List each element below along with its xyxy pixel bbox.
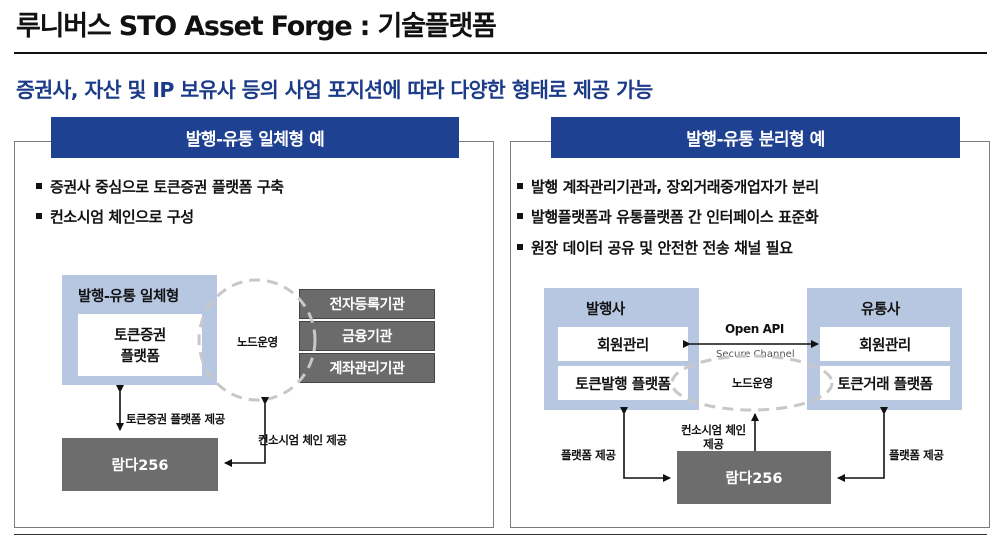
bullet-icon xyxy=(36,182,42,189)
right-platform-provide-right: 플랫폼 제공 xyxy=(889,448,944,462)
distributor-member-management: 회원관리 xyxy=(820,327,950,361)
platform-line-2: 플랫폼 xyxy=(120,349,160,365)
consortium-line-2: 제공 xyxy=(703,437,724,451)
right-platform-provide-left: 플랫폼 제공 xyxy=(561,448,616,462)
distributor-platform-arrow xyxy=(837,407,888,482)
distributor-title: 유통사 xyxy=(861,302,900,318)
left-node-label: 노드운영 xyxy=(237,335,278,349)
bullet-text: 발행플랫폼과 유통플랫폼 간 인터페이스 표준화 xyxy=(531,208,819,226)
distributor-token-trading-platform: 토큰거래 플랫폼 xyxy=(820,366,950,400)
institution-electronic-registry: 전자등록기관 xyxy=(299,289,435,319)
right-node-label: 노드운영 xyxy=(732,376,773,390)
right-banner: 발행-유통 분리형 예 xyxy=(551,117,960,158)
issuer-member-management: 회원관리 xyxy=(558,327,688,361)
open-api-label: Open API xyxy=(725,322,784,336)
left-arrow-label-consortium: 컨소시엄 체인 제공 xyxy=(258,433,347,447)
title-divider xyxy=(14,52,987,54)
right-bullet-2: 발행플랫폼과 유통플랫폼 간 인터페이스 표준화 xyxy=(517,206,819,227)
secure-channel-label: Secure Channel xyxy=(716,349,795,360)
right-lambda256-box: 람다256 xyxy=(677,451,831,504)
bullet-text: 증권사 중심으로 토큰증권 플랫폼 구축 xyxy=(50,178,284,196)
bullet-text: 원장 데이터 공유 및 안전한 전송 채널 필요 xyxy=(531,239,793,257)
bullet-icon xyxy=(517,243,523,250)
bullet-icon xyxy=(517,212,523,219)
left-consortium-arrow xyxy=(224,397,269,467)
token-securities-platform-box: 토큰증권 플랫폼 xyxy=(78,314,202,376)
bullet-text: 발행 계좌관리기관과, 장외거래중개업자가 분리 xyxy=(531,178,819,196)
left-lambda256-box: 람다256 xyxy=(62,438,218,491)
institution-financial: 금융기관 xyxy=(299,321,435,351)
left-node-ring xyxy=(197,278,317,402)
right-bullet-1: 발행 계좌관리기관과, 장외거래중개업자가 분리 xyxy=(517,176,819,197)
right-bullet-3: 원장 데이터 공유 및 안전한 전송 채널 필요 xyxy=(517,237,793,258)
platform-line-1: 토큰증권 xyxy=(114,328,166,344)
left-bullet-2: 컨소시엄 체인으로 구성 xyxy=(36,206,194,227)
right-consortium-label: 컨소시엄 체인 제공 xyxy=(681,423,746,451)
page-title: 루니버스 STO Asset Forge : 기술플랫폼 xyxy=(16,11,497,42)
bottom-divider xyxy=(14,534,987,535)
integrated-group-label: 발행-유통 일체형 xyxy=(78,289,179,305)
issuer-token-issuance-platform: 토큰발행 플랫폼 xyxy=(558,366,688,400)
consortium-line-1: 컨소시엄 체인 xyxy=(681,423,746,437)
bullet-text: 컨소시엄 체인으로 구성 xyxy=(50,208,194,226)
right-node-ring xyxy=(670,354,834,412)
left-arrow-label-platform: 토큰증권 플랫폼 제공 xyxy=(126,412,225,426)
issuer-title: 발행사 xyxy=(586,302,625,318)
bullet-icon xyxy=(517,182,523,189)
issuer-platform-arrow xyxy=(620,407,671,482)
institution-account-management: 계좌관리기관 xyxy=(299,353,435,383)
page-subtitle: 증권사, 자산 및 IP 보유사 등의 사업 포지션에 따라 다양한 형태로 제… xyxy=(16,78,653,102)
left-bullet-1: 증권사 중심으로 토큰증권 플랫폼 구축 xyxy=(36,176,284,197)
bullet-icon xyxy=(36,212,42,219)
left-banner: 발행-유통 일체형 예 xyxy=(51,117,459,158)
